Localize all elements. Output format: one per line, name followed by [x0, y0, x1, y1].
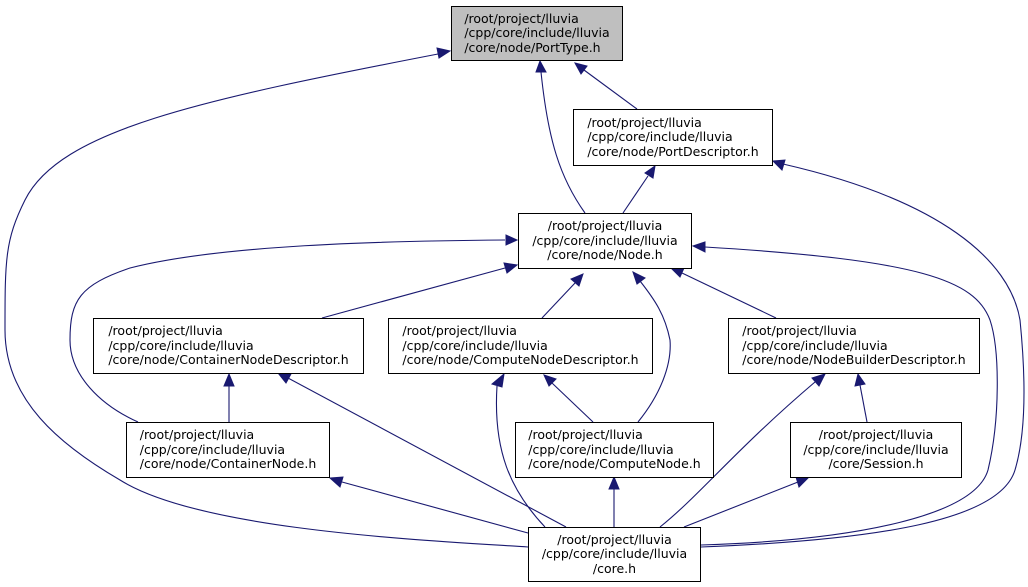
edge-core-to-nodebuilderdescriptor — [659, 381, 816, 528]
arrowhead-icon — [854, 372, 866, 387]
arrowhead-icon — [632, 271, 646, 285]
node-node-label: /root/project/lluvia /cpp/core/include/l… — [532, 218, 678, 263]
edge-node-to-portdescriptor — [622, 175, 649, 214]
edge-core-to-node — [700, 246, 998, 546]
node-containernodedescriptor[interactable]: /root/project/lluvia /cpp/core/include/l… — [93, 318, 364, 374]
node-computenode[interactable]: /root/project/lluvia /cpp/core/include/l… — [515, 422, 714, 478]
arrowhead-icon — [771, 159, 786, 171]
arrowhead-icon — [503, 262, 519, 274]
arrowhead-icon — [328, 476, 344, 488]
edge-computenodedescriptor-to-node — [541, 282, 576, 319]
arrowhead-icon — [543, 374, 557, 387]
edge-core-to-session — [683, 481, 799, 528]
edge-containernodedescriptor-to-node — [321, 267, 506, 319]
arrowhead-icon — [276, 372, 292, 384]
edge-computenode-to-computenodedescriptor — [551, 382, 594, 423]
edge-node-to-porttype — [540, 71, 586, 214]
edge-core-to-containernode — [341, 481, 529, 534]
arrowhead-icon — [669, 267, 685, 278]
node-computenodedescriptor-label: /root/project/lluvia /cpp/core/include/l… — [402, 323, 639, 368]
node-nodebuilderdescriptor-label: /root/project/lluvia /cpp/core/include/l… — [742, 323, 966, 368]
arrowhead-icon — [535, 59, 547, 73]
arrowhead-icon — [490, 372, 505, 388]
arrowhead-icon — [795, 476, 811, 488]
node-session-label: /root/project/lluvia /cpp/core/include/l… — [803, 427, 949, 472]
edge-nodebuilderdescriptor-to-node — [681, 272, 777, 319]
node-portdescriptor-label: /root/project/lluvia /cpp/core/include/l… — [587, 114, 759, 159]
arrowhead-icon — [608, 475, 620, 490]
arrowhead-icon — [223, 372, 235, 387]
edge-core-to-computenodedescriptor — [495, 385, 546, 528]
edge-containernode-to-node — [69, 239, 506, 423]
node-nodebuilderdescriptor[interactable]: /root/project/lluvia /cpp/core/include/l… — [728, 318, 980, 374]
edge-computenode-to-node — [637, 280, 671, 423]
node-computenode-label: /root/project/lluvia /cpp/core/include/l… — [528, 427, 701, 472]
node-core-label: /root/project/lluvia /cpp/core/include/l… — [541, 531, 688, 576]
node-containernodedescriptor-label: /root/project/lluvia /cpp/core/include/l… — [108, 323, 349, 368]
arrowhead-icon — [505, 234, 519, 246]
edge-core-to-containernodedescriptor — [287, 377, 567, 528]
edge-core-to-porttype — [4, 53, 529, 548]
arrowhead-icon — [570, 273, 584, 287]
node-porttype: /root/project/lluvia /cpp/core/include/l… — [451, 6, 623, 61]
arrowhead-icon — [436, 47, 452, 59]
arrowhead-icon — [644, 164, 656, 179]
node-containernode-label: /root/project/lluvia /cpp/core/include/l… — [139, 427, 317, 472]
node-containernode[interactable]: /root/project/lluvia /cpp/core/include/l… — [126, 422, 330, 478]
node-portdescriptor[interactable]: /root/project/lluvia /cpp/core/include/l… — [573, 109, 773, 166]
edge-portdescriptor-to-porttype — [583, 69, 638, 110]
edge-layer — [4, 47, 1025, 548]
arrowhead-icon — [574, 62, 588, 75]
node-porttype-label: /root/project/lluvia /cpp/core/include/l… — [464, 10, 610, 55]
arrowhead-icon — [691, 241, 706, 253]
edge-session-to-nodebuilderdescriptor — [859, 384, 868, 423]
node-core[interactable]: /root/project/lluvia /cpp/core/include/l… — [528, 527, 701, 582]
node-computenodedescriptor[interactable]: /root/project/lluvia /cpp/core/include/l… — [388, 318, 653, 374]
edge-core-to-portdescriptor — [700, 163, 1025, 548]
arrowhead-icon — [811, 373, 826, 387]
node-node[interactable]: /root/project/lluvia /cpp/core/include/l… — [518, 213, 692, 269]
node-session[interactable]: /root/project/lluvia /cpp/core/include/l… — [790, 422, 962, 478]
